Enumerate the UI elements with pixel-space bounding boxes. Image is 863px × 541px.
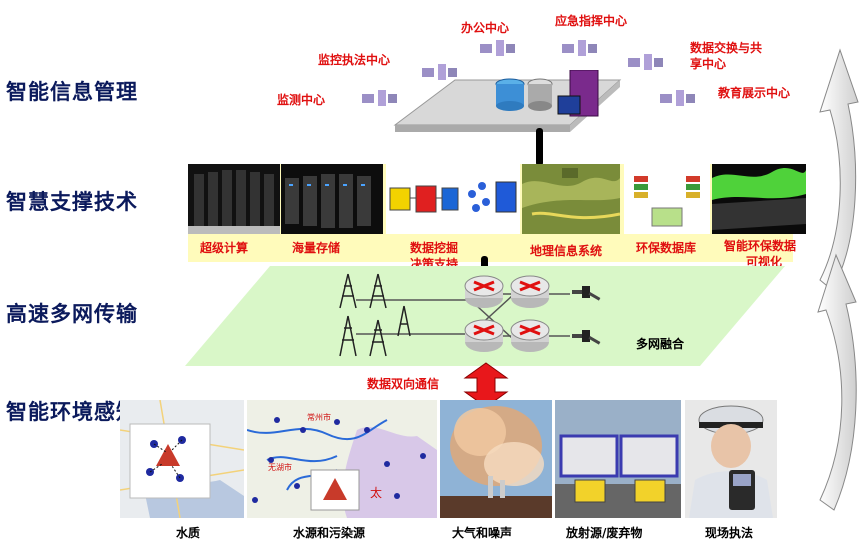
- image-field-officer: [685, 400, 777, 518]
- label-mining-line1: 数据挖掘: [410, 241, 459, 255]
- label-water-quality: 水质: [176, 526, 201, 540]
- workstation-icon: [660, 90, 695, 106]
- image-gis-map: [522, 164, 620, 234]
- layer-title-management: 智能信息管理: [6, 80, 138, 104]
- label-bidirectional-communication: 数据双向通信: [367, 377, 440, 391]
- label-enforcement-center: 监控执法中心: [318, 53, 391, 67]
- up-arrow-top: [819, 48, 859, 291]
- label-env-database: 环保数据库: [636, 241, 697, 255]
- layer-title-perception: 智能环境感知: [6, 400, 138, 424]
- tower-icons: [339, 273, 411, 357]
- image-water-quality-map: [120, 400, 244, 518]
- layer-title-network: 高速多网传输: [6, 302, 138, 326]
- router-icons: [464, 275, 550, 352]
- label-multi-network-fusion: 多网融合: [636, 337, 685, 351]
- label-visualization-line2: 可视化: [746, 255, 783, 269]
- layer-title-support: 智慧支撑技术: [6, 190, 138, 214]
- workstation-icon: [480, 40, 515, 56]
- label-storage: 海量存储: [292, 241, 341, 255]
- image-storage: [281, 164, 383, 234]
- image-supercomputer: [188, 164, 280, 234]
- label-field-enforcement: 现场执法: [705, 526, 754, 540]
- database-servers: [495, 70, 599, 117]
- workstation-icon: [562, 40, 597, 56]
- label-monitoring-center: 监测中心: [277, 93, 326, 107]
- label-supercomputing: 超级计算: [200, 241, 249, 255]
- satellite-icons: [572, 286, 601, 345]
- network-topology: [339, 273, 601, 357]
- label-education-center: 教育展示中心: [718, 86, 791, 100]
- connector-top: [536, 128, 543, 166]
- image-radiation-waste: [555, 400, 681, 518]
- label-emergency-center: 应急指挥中心: [555, 14, 628, 28]
- up-arrow-bottom: [817, 253, 857, 511]
- map-label-tai: 太: [370, 486, 383, 500]
- image-visualization: [712, 164, 806, 234]
- label-office-center: 办公中心: [461, 21, 510, 35]
- cycle-arrows: [817, 48, 859, 511]
- label-exchange-center-line2: 享中心: [690, 57, 727, 71]
- map-label-wuhu: 无湖市: [268, 463, 292, 472]
- label-exchange-center-line1: 数据交换与共: [690, 41, 763, 55]
- label-water-pollution: 水源和污染源: [293, 526, 366, 540]
- label-visualization-line1: 智能环保数据: [724, 239, 797, 253]
- label-air-noise: 大气和噪声: [452, 526, 513, 540]
- image-env-database: [624, 164, 710, 234]
- image-water-source-map: [247, 400, 437, 518]
- workstation-icon: [362, 90, 397, 106]
- image-data-mining: [386, 164, 520, 234]
- workstation-icon: [628, 54, 663, 70]
- map-label-changzhou: 常州市: [307, 413, 331, 422]
- workstation-icon: [422, 64, 457, 80]
- image-air-pollution: [440, 400, 552, 518]
- label-radiation-waste: 放射源/废弃物: [566, 526, 643, 540]
- label-gis: 地理信息系统: [530, 244, 603, 258]
